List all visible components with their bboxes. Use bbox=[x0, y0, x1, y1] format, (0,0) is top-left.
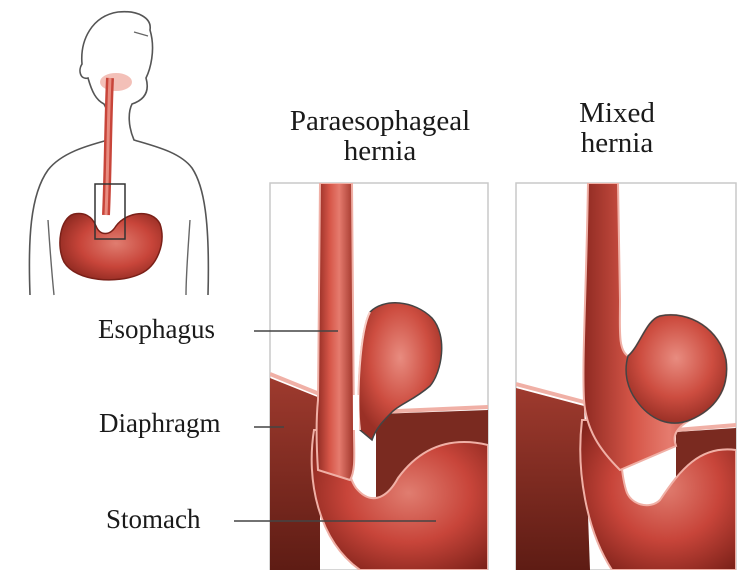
mixed-title-line1: Mixed bbox=[557, 98, 677, 128]
mixed-title-line2: hernia bbox=[557, 128, 677, 158]
small-stomach bbox=[60, 214, 162, 280]
mixed-title: Mixed hernia bbox=[557, 98, 677, 158]
esophagus-label: Esophagus bbox=[98, 314, 215, 344]
mixed-panel bbox=[516, 183, 736, 570]
paraesophageal-title-line1: Paraesophageal bbox=[262, 106, 498, 136]
diaphragm-label: Diaphragm bbox=[99, 408, 220, 438]
paraesophageal-title: Paraesophageal hernia bbox=[262, 106, 498, 166]
paraesophageal-panel bbox=[270, 183, 488, 570]
stomach-label: Stomach bbox=[106, 504, 201, 534]
paraesophageal-title-line2: hernia bbox=[262, 136, 498, 166]
diaphragm-b bbox=[516, 388, 590, 570]
torso-figure bbox=[29, 12, 208, 295]
